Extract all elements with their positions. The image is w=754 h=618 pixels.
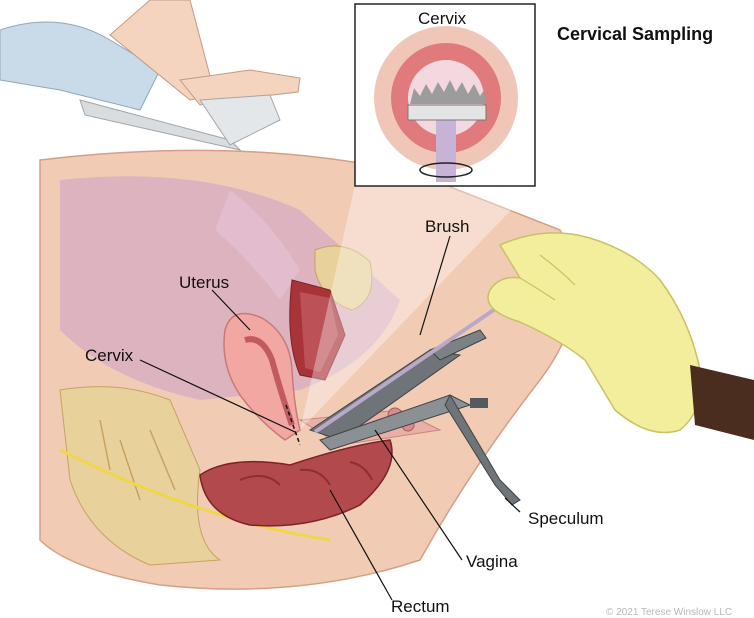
page-title: Cervical Sampling xyxy=(557,24,714,44)
brush-label: Brush xyxy=(425,217,470,236)
gloved-hand xyxy=(487,232,754,440)
speculum-label: Speculum xyxy=(528,509,604,528)
patient-legs-sketch xyxy=(0,0,301,151)
inset-cervix-label: Cervix xyxy=(418,9,467,28)
inset-callout-wedge xyxy=(300,185,535,430)
cervix-inset xyxy=(354,3,536,187)
rectum-label: Rectum xyxy=(391,597,450,616)
brush-stick xyxy=(313,290,522,434)
copyright-text: © 2021 Terese Winslow LLC xyxy=(606,607,733,618)
cervix-label: Cervix xyxy=(85,346,134,365)
pelvis-cross-section xyxy=(39,149,577,590)
uterus-label: Uterus xyxy=(179,273,230,292)
speculum-instrument xyxy=(308,329,521,506)
vagina-label: Vagina xyxy=(466,552,518,571)
label-leader-lines xyxy=(139,235,521,601)
